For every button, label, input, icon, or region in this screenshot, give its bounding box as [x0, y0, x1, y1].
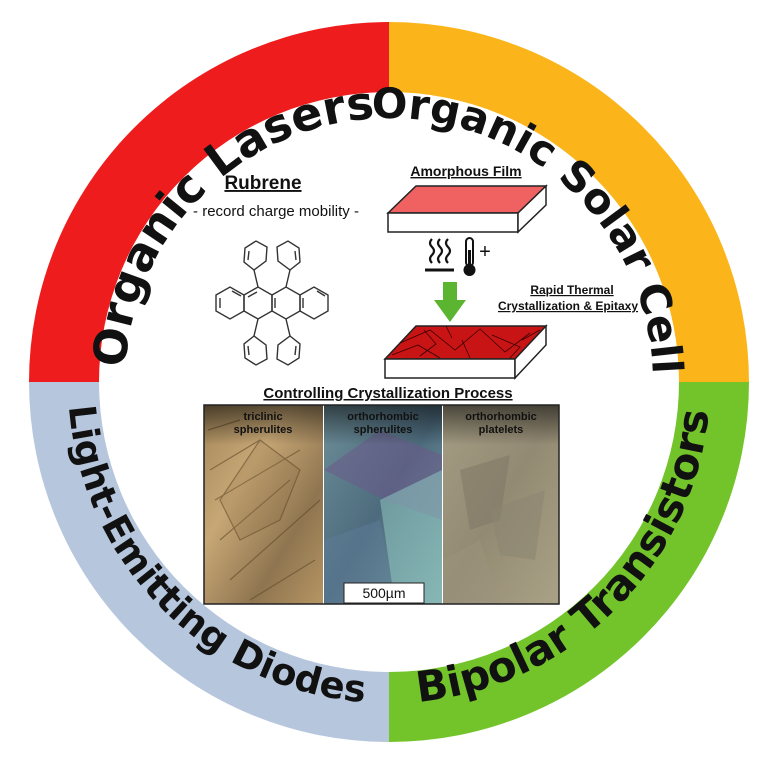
- micrograph-frame: [203, 404, 560, 605]
- panel-1-label-1: triclinic: [243, 411, 282, 423]
- panel-1-label-2: spherulites: [234, 424, 293, 436]
- micrograph-title: Controlling Crystallization Process: [263, 385, 512, 402]
- scale-bar: 500µm: [343, 582, 425, 604]
- panel-3-label-2: platelets: [479, 424, 524, 436]
- process-step-label-2: Crystallization & Epitaxy: [498, 299, 638, 313]
- thermometer-icon: [463, 237, 476, 276]
- molecule-subtitle: - record charge mobility -: [193, 203, 359, 220]
- application-ring: Organic Lasers Organic Solar Cells Bipol…: [0, 0, 749, 742]
- amorphous-film-label: Amorphous Film: [410, 163, 521, 179]
- ring-segment-light-emitting-diodes: [29, 382, 389, 742]
- panel-2-label-1: orthorhombic: [347, 411, 419, 423]
- rubrene-block: Rubrene - record charge mobility -: [193, 173, 359, 366]
- micrograph-block: Controlling Crystallization Process tric…: [203, 385, 560, 605]
- heat-icon: [425, 238, 454, 272]
- rubrene-structure: [215, 240, 329, 366]
- micrograph-panel-triclinic: triclinic spherulites: [204, 405, 323, 604]
- micrograph-panel-orthorhombic-platelets: orthorhombic platelets: [443, 405, 559, 604]
- process-arrow-icon: [434, 282, 466, 322]
- panel-2-label-2: spherulites: [354, 424, 413, 436]
- process-block: Amorphous Film + Rapid Thermal Crystalli…: [383, 163, 638, 380]
- crystallized-film: [383, 324, 548, 380]
- ring-segment-organic-lasers: [29, 22, 389, 382]
- panel-3-label-1: orthorhombic: [465, 411, 537, 423]
- molecule-title: Rubrene: [224, 173, 301, 194]
- scale-bar-label: 500µm: [362, 585, 405, 601]
- micrograph-panel-orthorhombic-spherulites: orthorhombic spherulites: [324, 405, 442, 604]
- heat-plus-sign: +: [479, 241, 491, 263]
- process-step-label-1: Rapid Thermal: [530, 283, 613, 297]
- amorphous-film: [386, 184, 548, 234]
- ring-segment-bipolar-transistors: [389, 382, 749, 742]
- ring-segment-organic-solar-cells: [389, 22, 749, 382]
